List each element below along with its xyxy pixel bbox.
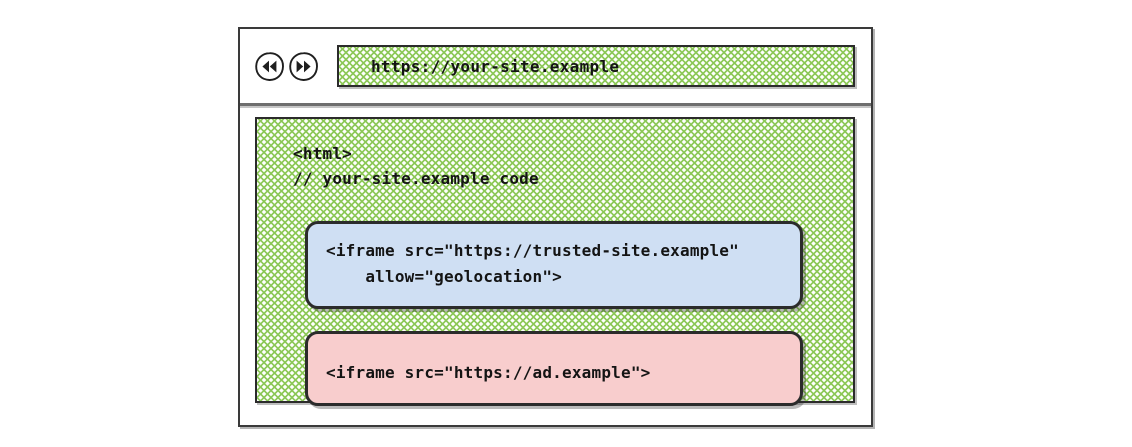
iframe-code-line: <iframe src="https://ad.example"> <box>326 363 651 382</box>
code-line: // your-site.example code <box>293 169 539 188</box>
fast-forward-icon <box>289 51 318 81</box>
iframe-code-line: allow="geolocation"> <box>326 267 562 286</box>
page-content-panel: <html> // your-site.example code <iframe… <box>255 117 855 406</box>
iframe-code-line: <iframe src="https://trusted-site.exampl… <box>326 241 739 260</box>
address-bar[interactable]: https://your-site.example <box>337 45 855 87</box>
trusted-site-iframe[interactable]: <iframe src="https://trusted-site.exampl… <box>305 221 803 309</box>
rewind-icon <box>255 51 284 81</box>
back-button[interactable] <box>254 51 285 82</box>
browser-toolbar: https://your-site.example <box>240 29 871 103</box>
forward-button[interactable] <box>288 51 319 82</box>
ad-iframe[interactable]: <iframe src="https://ad.example"> <box>305 331 803 406</box>
code-line: <html> <box>293 144 352 163</box>
address-bar-value: https://your-site.example <box>371 56 620 76</box>
browser-window: https://your-site.example <html> // your… <box>238 27 873 427</box>
toolbar-separator <box>240 103 871 106</box>
